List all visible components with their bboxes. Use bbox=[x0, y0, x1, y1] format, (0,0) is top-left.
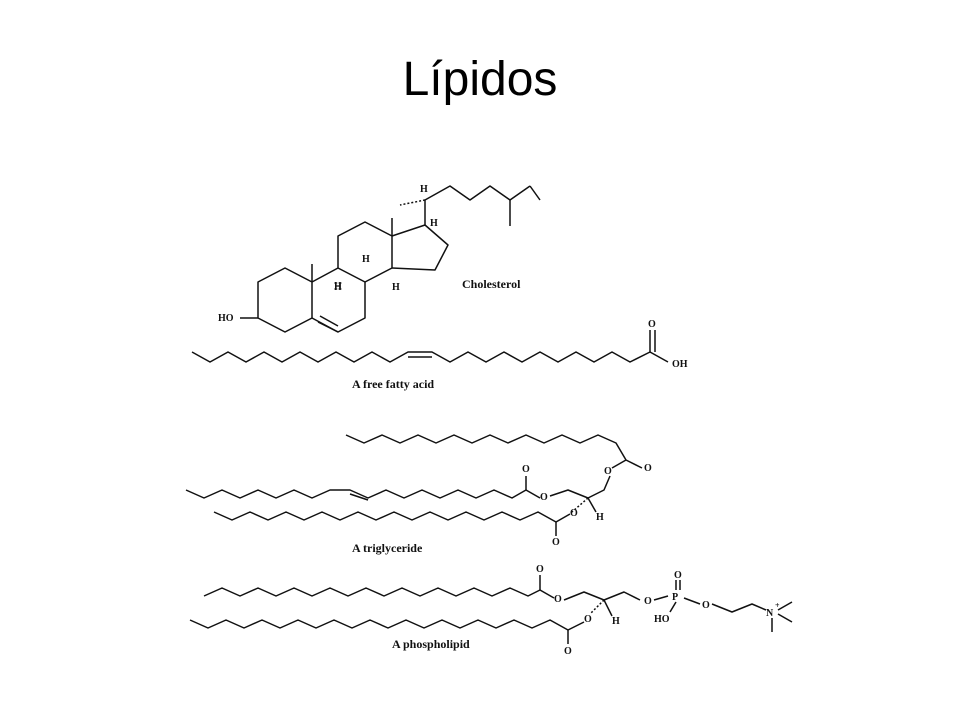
hydrogen-label: H bbox=[612, 616, 620, 627]
oxygen-label: O bbox=[536, 564, 544, 575]
hydrogen-label: H bbox=[334, 282, 342, 293]
hydrogen-label: H bbox=[392, 282, 400, 293]
hydroxyl-label: HO bbox=[218, 313, 234, 324]
hydrogen-label: H bbox=[334, 281, 342, 292]
phospholipid-label: A phospholipid bbox=[392, 637, 470, 651]
phosphorus-label: P bbox=[672, 592, 678, 603]
oxygen-label: O bbox=[604, 466, 612, 477]
hydrogen-label: H bbox=[420, 184, 428, 195]
oxygen-label: O bbox=[554, 594, 562, 605]
nitrogen-label: N bbox=[766, 608, 774, 619]
oxygen-label: O bbox=[702, 600, 710, 611]
hydroxyl-label: HO bbox=[654, 614, 670, 625]
oxygen-label: O bbox=[540, 492, 548, 503]
cholesterol-structure: HO H H H H H H Cholesterol bbox=[218, 184, 541, 333]
triglyceride-structure: O O O O H O O A triglyceride bbox=[185, 434, 652, 555]
oxygen-label: O bbox=[644, 463, 652, 474]
fatty-acid-label: A free fatty acid bbox=[352, 377, 434, 391]
plus-charge-label: + bbox=[775, 601, 780, 610]
hydrogen-label: H bbox=[596, 512, 604, 523]
cholesterol-label: Cholesterol bbox=[462, 277, 521, 291]
oxygen-label: O bbox=[644, 596, 652, 607]
hydrogen-label: H bbox=[362, 254, 370, 265]
triglyceride-label: A triglyceride bbox=[352, 541, 423, 555]
oxygen-label: O bbox=[674, 570, 682, 581]
hydroxyl-label: OH bbox=[672, 359, 688, 370]
phospholipid-structure: O O H O P O HO O N + O O A phospholipid bbox=[189, 564, 793, 657]
fatty-acid-structure: O OH A free fatty acid bbox=[191, 319, 688, 391]
slide-title: Lípidos bbox=[402, 53, 558, 106]
oxygen-label: O bbox=[522, 464, 530, 475]
oxygen-label: O bbox=[584, 614, 592, 625]
oxygen-label: O bbox=[648, 319, 656, 330]
oxygen-label: O bbox=[552, 537, 560, 548]
oxygen-label: O bbox=[570, 508, 578, 519]
hydrogen-label: H bbox=[430, 218, 438, 229]
oxygen-label: O bbox=[564, 646, 572, 657]
